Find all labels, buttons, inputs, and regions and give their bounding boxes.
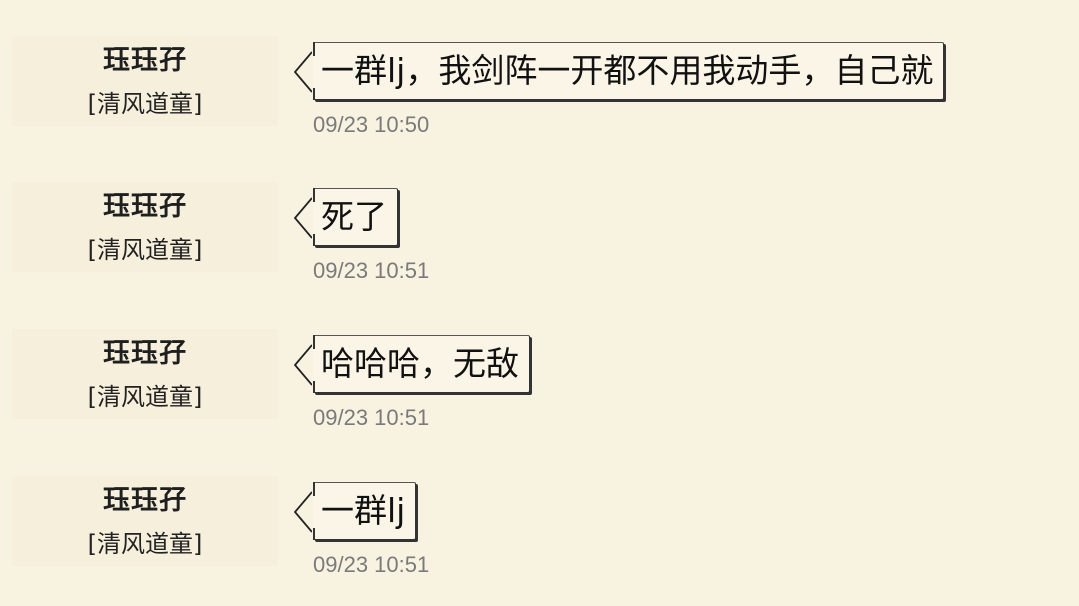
message-timestamp: 09/23 10:51 xyxy=(313,258,430,283)
bubble-tail-icon xyxy=(293,197,312,239)
message-timestamp: 09/23 10:50 xyxy=(313,112,430,137)
chat-message: 珏珏孖 [清风道童] 一群lj，我剑阵一开都不用我动手，自己就 09/23 10… xyxy=(0,36,1079,166)
message-timestamp: 09/23 10:51 xyxy=(313,552,430,577)
sender-title: [清风道童] xyxy=(87,383,203,411)
chat-message: 珏珏孖 [清风道童] 哈哈哈，无敌 09/23 10:51 xyxy=(0,329,1079,459)
bubble-tail-icon xyxy=(293,344,312,386)
sender-block[interactable]: 珏珏孖 [清风道童] xyxy=(12,329,278,419)
sender-block[interactable]: 珏珏孖 [清风道童] xyxy=(12,182,278,272)
message-timestamp: 09/23 10:51 xyxy=(313,405,430,430)
sender-title: [清风道童] xyxy=(87,90,203,118)
sender-name: 珏珏孖 xyxy=(103,485,187,516)
sender-block[interactable]: 珏珏孖 [清风道童] xyxy=(12,476,278,566)
bubble-tail-icon xyxy=(293,491,312,533)
bubble-tail-icon xyxy=(293,51,312,93)
sender-name: 珏珏孖 xyxy=(103,45,187,76)
chat-message: 珏珏孖 [清风道童] 死了 09/23 10:51 xyxy=(0,182,1079,312)
sender-title: [清风道童] xyxy=(87,530,203,558)
sender-block[interactable]: 珏珏孖 [清风道童] xyxy=(12,36,278,126)
sender-name: 珏珏孖 xyxy=(103,191,187,222)
sender-name: 珏珏孖 xyxy=(103,338,187,369)
message-text: 死了 xyxy=(313,188,398,246)
message-text: 哈哈哈，无敌 xyxy=(313,335,530,393)
message-text: 一群lj xyxy=(313,482,417,540)
message-text: 一群lj，我剑阵一开都不用我动手，自己就 xyxy=(313,42,945,100)
chat-message: 珏珏孖 [清风道童] 一群lj 09/23 10:51 xyxy=(0,476,1079,606)
sender-title: [清风道童] xyxy=(87,236,203,264)
